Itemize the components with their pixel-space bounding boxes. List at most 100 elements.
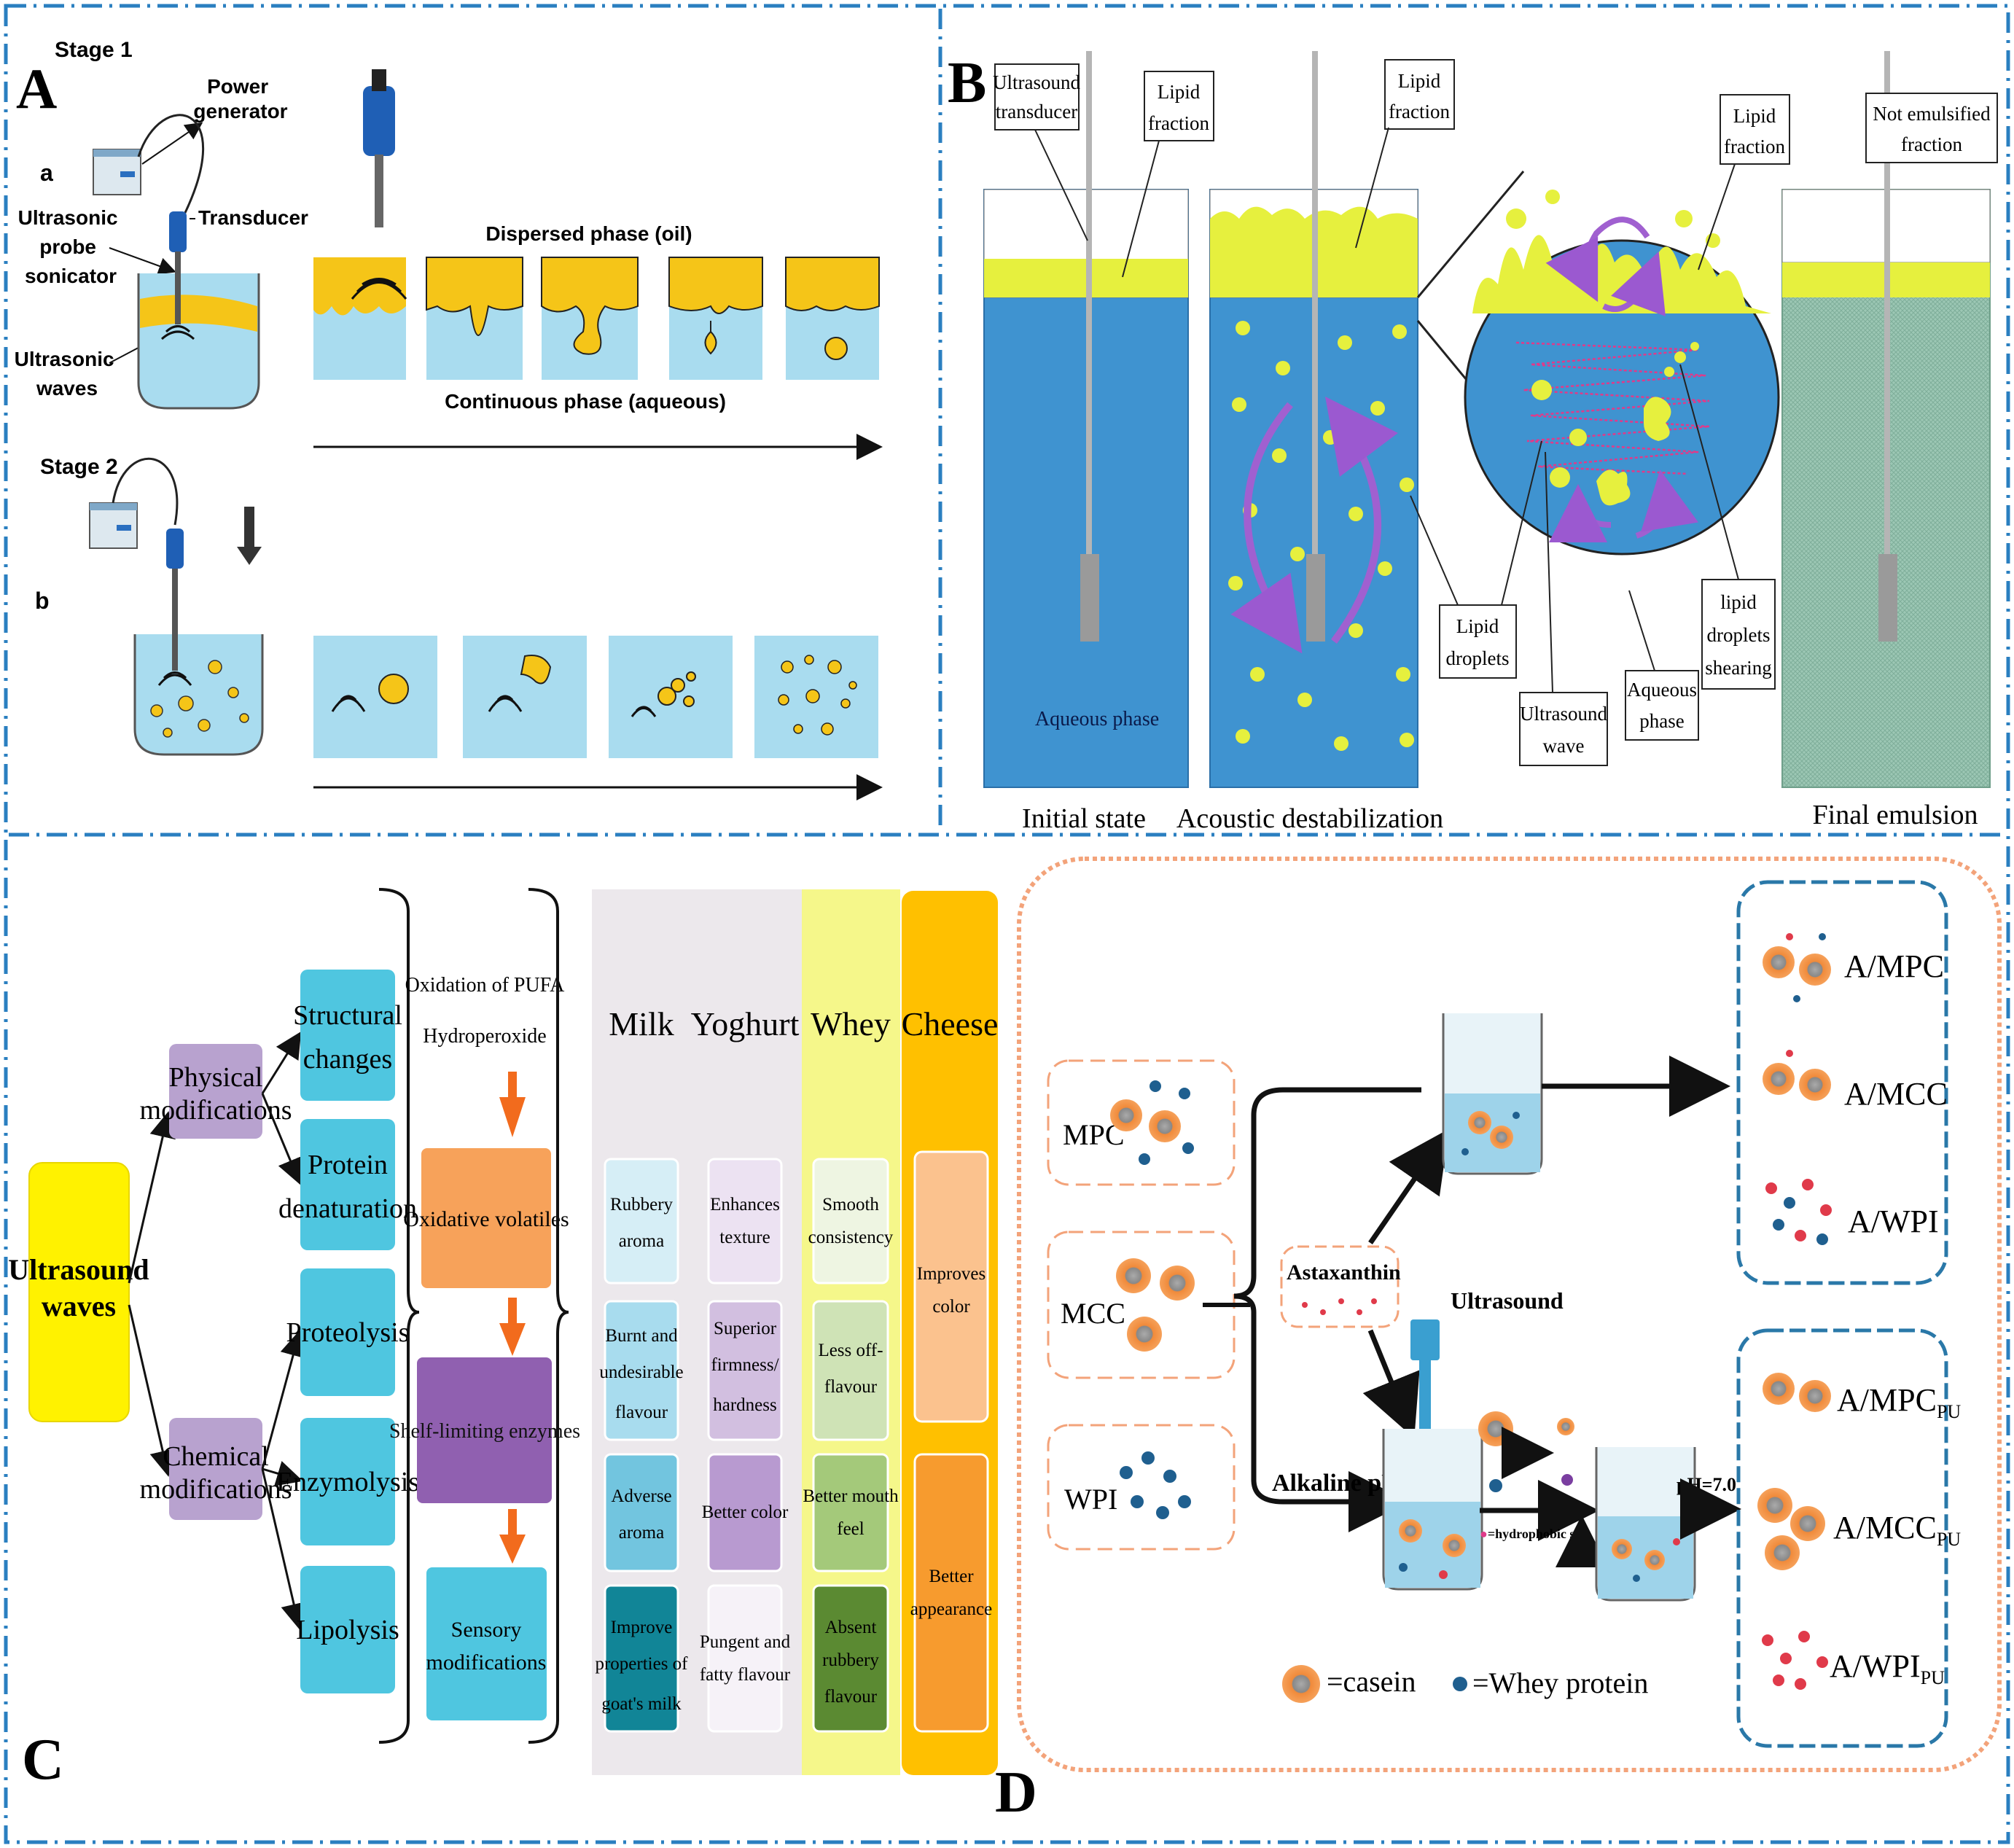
probe-sonicator-label: Ultrasonic probe sonicator <box>18 206 124 287</box>
milk-title: Milk <box>609 1005 674 1042</box>
ultrasound-label: Ultrasound <box>1451 1287 1564 1314</box>
products-bottom-box: A/MPCPU A/MCCPU A/WPIPU <box>1736 1328 1961 1748</box>
alkaline-ph-label: Alkaline pH <box>1272 1470 1401 1497</box>
legend-whey-label: =Whey protein <box>1472 1666 1648 1699</box>
astaxanthin-box: Astaxanthin <box>1280 1245 1401 1328</box>
panel-d: D MPC MCC WPI Astaxanthin <box>995 857 2002 1825</box>
panel-letter-d: D <box>995 1761 1037 1825</box>
yoghurt-item <box>707 1300 783 1441</box>
product-top-1: A/MCC <box>1844 1076 1948 1112</box>
milk-item <box>604 1584 679 1733</box>
beaker-stage2-icon <box>133 529 264 756</box>
caption-acoustic: Acoustic destabilization <box>1176 803 1443 834</box>
lipolysis-node-label: Lipolysis <box>296 1615 399 1645</box>
sub-b-label: b <box>35 588 50 614</box>
legend-casein-label: =casein <box>1327 1665 1416 1698</box>
astaxanthin-label: Astaxanthin <box>1287 1260 1401 1284</box>
root-node <box>28 1162 130 1422</box>
stage1-label: Stage 1 <box>55 38 133 62</box>
cheese-title: Cheese <box>902 1005 999 1042</box>
yoghurt-title: Yoghurt <box>691 1005 800 1042</box>
figure-frame <box>4 4 2010 1844</box>
mcc-label: MCC <box>1061 1297 1125 1330</box>
whey-item <box>812 1158 889 1284</box>
proteolysis-node-label: Proteolysis <box>286 1317 410 1348</box>
product-top-2: A/WPI <box>1848 1204 1939 1239</box>
enzymolysis-node <box>300 1418 395 1545</box>
yoghurt-item <box>707 1584 783 1733</box>
shelf-limiting-label: Shelf-limiting enzymes <box>389 1420 580 1443</box>
panel-letter-c: C <box>22 1728 64 1792</box>
cheese-item <box>913 1150 989 1423</box>
bracket-1 <box>378 888 420 1744</box>
product-bottom-2: A/WPIPU <box>1830 1648 1945 1688</box>
whey-title: Whey <box>811 1005 891 1042</box>
ph7-label: pH=7.0 <box>1677 1474 1736 1495</box>
transducer-label: Transducer <box>198 206 308 229</box>
cheese-item <box>913 1453 989 1733</box>
power-generator-label: Power generator <box>193 75 287 122</box>
power-generator-icon <box>93 149 141 195</box>
product-bottom-1: A/MCCPU <box>1833 1510 1961 1550</box>
droplet-breakup-sequence <box>313 636 878 758</box>
yoghurt-item-text: Better color <box>702 1502 789 1522</box>
hydrophobic-site-label: ●=hydrophobic site <box>1480 1527 1588 1541</box>
beaker-final-icon <box>1595 1447 1696 1602</box>
denaturation-node <box>300 1119 395 1250</box>
caption-initial: Initial state <box>1022 803 1146 834</box>
panel-letter-a: A <box>16 57 57 120</box>
yoghurt-item <box>707 1158 783 1284</box>
yoghurt-item <box>707 1453 783 1572</box>
milk-item <box>604 1300 679 1441</box>
whey-item <box>812 1300 889 1441</box>
whey-item <box>812 1453 889 1572</box>
milk-item <box>604 1453 679 1572</box>
beaker-top-icon <box>1442 1013 1543 1175</box>
caption-final: Final emulsion <box>1813 800 1978 830</box>
bracket-2 <box>528 888 569 1744</box>
milk-item <box>604 1158 679 1284</box>
orange-arrows <box>499 1072 526 1564</box>
down-arrow-icon <box>237 507 262 565</box>
sub-a-label: a <box>40 160 53 186</box>
beaker-stage1-icon <box>137 211 260 410</box>
aqueous-phase-label: Aqueous phase <box>1035 708 1159 730</box>
panel-a: A Stage 1 a Power generator Transducer U… <box>15 38 883 800</box>
power-generator-2-icon <box>89 502 138 549</box>
enzymolysis-node-label: Enzymolysis <box>276 1467 419 1497</box>
panel-letter-b: B <box>948 51 986 115</box>
whey-item <box>812 1584 889 1733</box>
dispersed-phase-label: Dispersed phase (oil) <box>485 222 692 245</box>
panel-b: B Aqueous phase <box>948 51 1998 834</box>
whey-item-text: Less off-flavour <box>818 1341 883 1397</box>
wpi-label: WPI <box>1064 1483 1117 1516</box>
oxidative-volatiles-label: Oxidative volatiles <box>403 1207 569 1231</box>
stage2-label: Stage 2 <box>40 455 118 479</box>
lipolysis-node <box>300 1566 395 1693</box>
product-top-0: A/MPC <box>1844 948 1944 984</box>
oxidative-volatiles-node <box>421 1148 551 1288</box>
beaker-bottom-icon <box>1382 1429 1483 1591</box>
source-boxes: MPC MCC WPI <box>1047 1059 1236 1551</box>
